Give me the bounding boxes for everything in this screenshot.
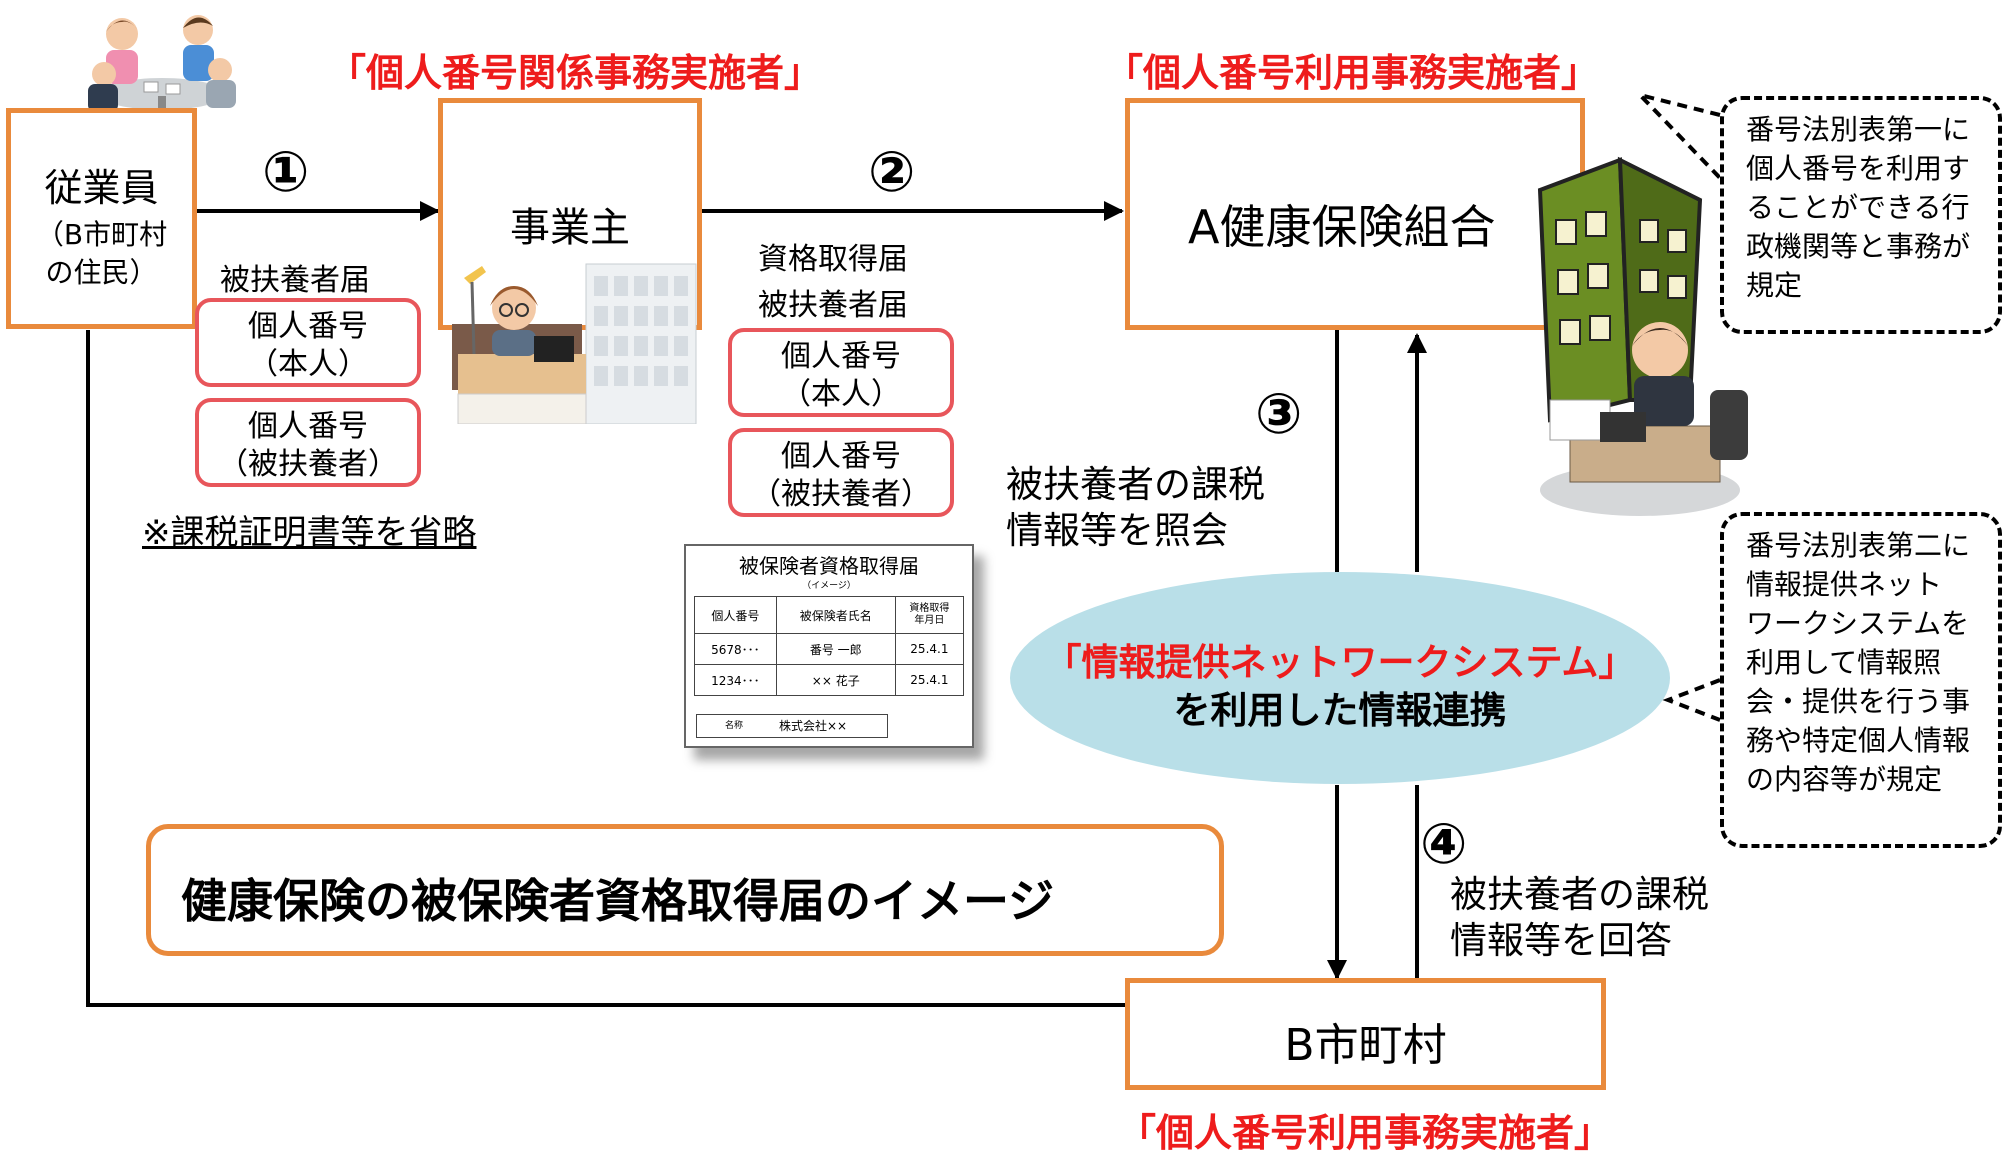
- bubble1-line: 個人番号を利用す: [1746, 152, 1971, 185]
- step1-card-self-line2: （本人）: [248, 347, 368, 382]
- form-cell: ×× 花子: [775, 664, 896, 696]
- step4-line2: 情報等を回答: [1450, 919, 1672, 962]
- bubble-table2: 番号法別表第二に 情報提供ネット ワークシステムを 利用して情報照 会・提供を行…: [1720, 512, 2002, 848]
- network-line1: 「情報提供ネットワークシステム」: [1044, 641, 1636, 684]
- form-image-table: 個人番号 被保険者氏名 資格取得 年月日 5678･･･ 番号 一郎 25.4.…: [694, 596, 965, 696]
- step2-form-label1: 資格取得届: [758, 242, 908, 277]
- form-cell: 5678･･･: [694, 633, 777, 665]
- bubble2-line: 情報提供ネット: [1746, 568, 1943, 601]
- bubble2-line: 会・提供を行う事: [1746, 685, 1971, 718]
- bubble2-line: 務や特定個人情報: [1746, 724, 1971, 757]
- bubble2-line: 番号法別表第二に: [1746, 529, 1971, 562]
- employee-title: 従業員: [44, 166, 159, 210]
- employee-sub1: （B市町村: [35, 218, 168, 251]
- step2-card-dependent-line2: （被扶養者）: [751, 477, 931, 512]
- network-ellipse: 「情報提供ネットワークシステム」 を利用した情報連携: [1010, 572, 1670, 784]
- form-name-value: 株式会社××: [779, 719, 848, 733]
- bubble2-line: ワークシステムを: [1746, 607, 1970, 640]
- step3-line2: 情報等を照会: [1006, 509, 1228, 552]
- step4-line1: 被扶養者の課税: [1450, 873, 1709, 916]
- municipality-label: B市町村: [1284, 1020, 1447, 1071]
- employer-label: 事業主: [510, 205, 630, 251]
- step2-card-self-line2: （本人）: [781, 377, 901, 412]
- form-cell: 番号 一郎: [775, 633, 896, 665]
- table-row: 1234･･･ ×× 花子 25.4.1: [694, 664, 965, 696]
- step1-card-dependent-line2: （被扶養者）: [218, 447, 398, 482]
- step2-card-self-line1: 個人番号: [781, 339, 901, 374]
- caption-box: 健康保険の被保険者資格取得届のイメージ: [146, 824, 1224, 956]
- insurer-role-title: 「個人番号利用事務実施者」: [1105, 51, 1600, 95]
- employee-box: 従業員 （B市町村 の住民）: [6, 108, 197, 329]
- step-4-number: ④: [1420, 812, 1468, 877]
- form-image-title: 被保険者資格取得届: [739, 554, 919, 578]
- bubble1-line: ることができる行: [1746, 191, 1970, 224]
- step-1-number: ①: [262, 140, 310, 205]
- bubble2-tail: [1662, 678, 1721, 722]
- step-3-number: ③: [1255, 382, 1303, 447]
- form-name-label: 名称: [725, 721, 744, 731]
- bubble-table1: 番号法別表第一に 個人番号を利用す ることができる行 政機関等と事務が 規定: [1720, 96, 2002, 334]
- step1-card-dependent: 個人番号 （被扶養者）: [195, 398, 421, 487]
- employer-box: 事業主: [438, 98, 702, 330]
- employer-role-title: 「個人番号関係事務実施者」: [328, 51, 823, 95]
- table-row: 5678･･･ 番号 一郎 25.4.1: [694, 633, 965, 665]
- form-cell: 25.4.1: [894, 633, 965, 665]
- network-line2: を利用した情報連携: [1173, 689, 1507, 732]
- form-header-date: 資格取得 年月日: [894, 596, 965, 634]
- step1-card-self: 個人番号 （本人）: [195, 298, 421, 387]
- form-image: 被保険者資格取得届 （イメージ） 個人番号 被保険者氏名 資格取得 年月日 56…: [684, 544, 974, 748]
- step1-card-dependent-line1: 個人番号: [248, 409, 368, 444]
- municipality-box: B市町村: [1125, 978, 1606, 1090]
- form-name-field: 名称 株式会社××: [696, 714, 888, 738]
- insurer-label: A健康保険組合: [1188, 200, 1496, 254]
- step2-card-dependent: 個人番号 （被扶養者）: [728, 428, 954, 517]
- step2-card-dependent-line1: 個人番号: [781, 439, 901, 474]
- step2-form-label2: 被扶養者届: [758, 288, 908, 323]
- bubble2-line: 利用して情報照: [1746, 646, 1942, 679]
- bubble2-line: の内容等が規定: [1746, 763, 1943, 796]
- step3-text: 被扶養者の課税 情報等を照会: [1006, 462, 1265, 554]
- step1-card-self-line1: 個人番号: [248, 309, 368, 344]
- residence-line: [86, 330, 1125, 1007]
- step-2-number: ②: [868, 140, 916, 205]
- insurer-box: A健康保険組合: [1125, 98, 1585, 330]
- step3-line1: 被扶養者の課税: [1006, 463, 1265, 506]
- bubble1-line: 規定: [1746, 269, 1803, 302]
- bubble1-tail: [1633, 91, 1724, 182]
- form-cell: 25.4.1: [894, 664, 965, 696]
- employee-sub2: の住民）: [45, 256, 158, 289]
- caption-text: 健康保険の被保険者資格取得届のイメージ: [181, 874, 1055, 928]
- office-worker-icon: [452, 263, 697, 424]
- form-cell: 1234･･･: [694, 664, 777, 696]
- municipality-role-title: 「個人番号利用事務実施者」: [1118, 1111, 1613, 1155]
- bubble1-line: 番号法別表第一に: [1746, 113, 1971, 146]
- form-image-subtitle: （イメージ）: [802, 581, 856, 591]
- omit-note: ※課税証明書等を省略: [142, 513, 477, 553]
- step4-text: 被扶養者の課税 情報等を回答: [1450, 872, 1709, 964]
- form-header-number: 個人番号: [694, 596, 777, 634]
- government-building-icon: [1537, 156, 1748, 516]
- step2-card-self: 個人番号 （本人）: [728, 328, 954, 417]
- bubble1-line: 政機関等と事務が: [1746, 230, 1971, 263]
- form-header-name: 被保険者氏名: [775, 596, 896, 634]
- step1-form-label: 被扶養者届: [220, 263, 370, 298]
